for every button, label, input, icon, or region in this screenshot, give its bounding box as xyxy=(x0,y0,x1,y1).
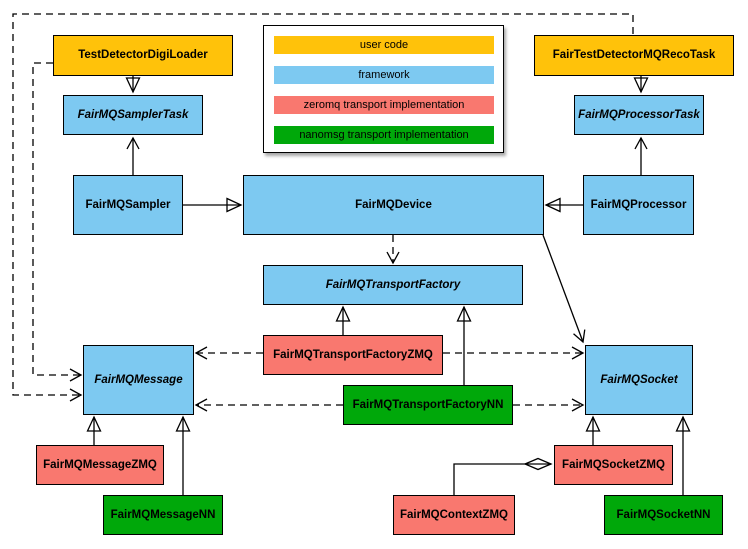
node-fairmqtransportfactoryzmq: FairMQTransportFactoryZMQ xyxy=(263,335,443,375)
node-testdetectordigiloader: TestDetectorDigiLoader xyxy=(53,35,233,76)
legend-item-user-code: user code xyxy=(274,36,494,54)
legend-label: framework xyxy=(358,69,410,81)
node-fairmqsamplertask: FairMQSamplerTask xyxy=(63,95,203,135)
legend-label: user code xyxy=(359,39,409,51)
node-fairmqsocketzmq: FairMQSocketZMQ xyxy=(554,445,673,485)
node-fairmqprocessor: FairMQProcessor xyxy=(583,175,694,235)
legend-item-framework: framework xyxy=(274,66,494,84)
node-fairmqdevice: FairMQDevice xyxy=(243,175,544,235)
node-fairmqmessagenn: FairMQMessageNN xyxy=(103,495,223,535)
node-fairmqsocket: FairMQSocket xyxy=(585,345,693,415)
node-fairmqsampler: FairMQSampler xyxy=(73,175,183,235)
legend-label: zeromq transport implementation xyxy=(303,99,465,111)
edge-device-uses-socket xyxy=(542,234,586,344)
node-fairmqsocketnn: FairMQSocketNN xyxy=(604,495,723,535)
node-fairmqtransportfactory: FairMQTransportFactory xyxy=(263,265,523,305)
node-fairmqprocessortask: FairMQProcessorTask xyxy=(574,95,704,135)
node-fairmqcontextzmq: FairMQContextZMQ xyxy=(393,495,515,535)
legend: user code framework zeromq transport imp… xyxy=(263,25,504,153)
node-fairmqmessagezmq: FairMQMessageZMQ xyxy=(36,445,164,485)
node-fairmqmessage: FairMQMessage xyxy=(83,345,194,415)
legend-item-nanomsg: nanomsg transport implementation xyxy=(274,126,494,144)
edge-socketzmq-owns-contextzmq xyxy=(453,464,551,495)
legend-item-zeromq: zeromq transport implementation xyxy=(274,96,494,114)
legend-label: nanomsg transport implementation xyxy=(299,129,469,141)
node-fairmqtransportfactorynn: FairMQTransportFactoryNN xyxy=(343,385,513,425)
node-fairtestdetectormqrecotask: FairTestDetectorMQRecoTask xyxy=(534,35,734,76)
